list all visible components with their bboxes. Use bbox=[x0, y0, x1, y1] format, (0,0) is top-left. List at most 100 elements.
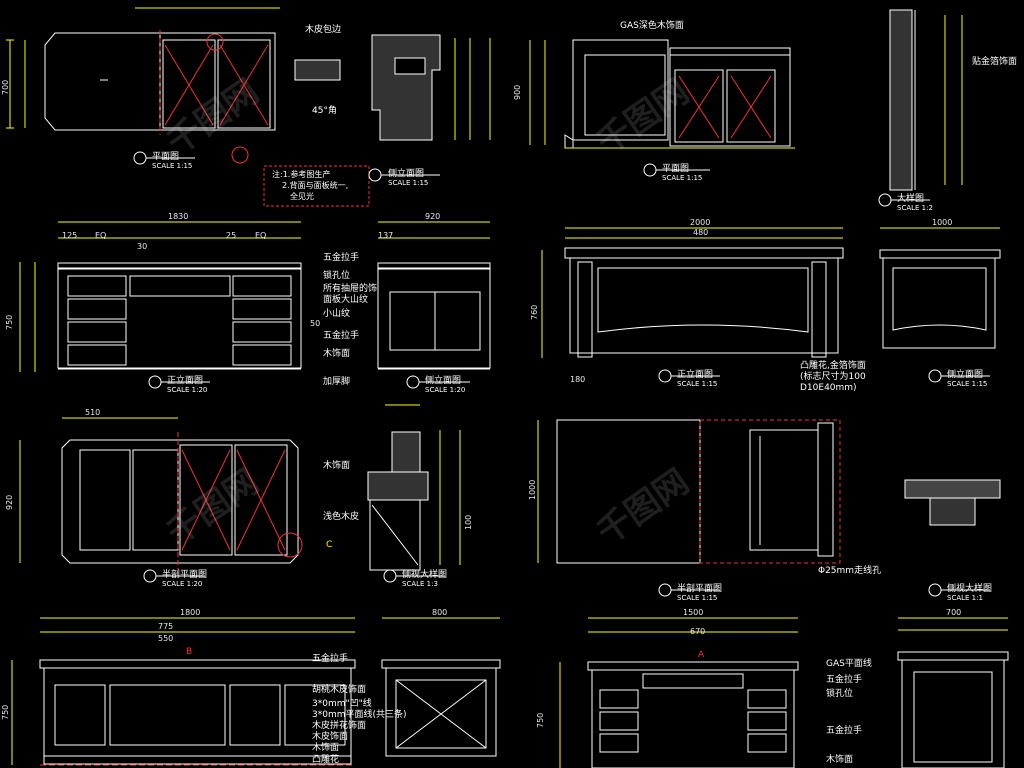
dim-100: 100 bbox=[464, 514, 473, 530]
dim-670: 670 bbox=[690, 627, 706, 636]
dim-137: 137 bbox=[378, 231, 394, 240]
view-scale: SCALE 1:15 bbox=[677, 380, 718, 388]
dim-1830: 1830 bbox=[168, 212, 189, 221]
view-scale: SCALE 1:3 bbox=[402, 580, 438, 588]
view-scale: SCALE 1:15 bbox=[677, 594, 718, 602]
view-title-markers bbox=[133, 151, 990, 597]
dim-lines-section-top bbox=[454, 38, 491, 140]
label-light-veneer: 浅色木皮 bbox=[323, 512, 360, 522]
general-notes: 注:1.参考图生产 2.背面与面板统一, 全见光 bbox=[272, 170, 348, 202]
label-carving: D10E40mm) bbox=[800, 383, 857, 393]
view-scale: SCALE 1:15 bbox=[947, 380, 988, 388]
dim-1000: 1000 bbox=[528, 479, 537, 500]
label-carving: 凸雕花 bbox=[312, 755, 340, 765]
view-title: 正立面图 bbox=[167, 376, 204, 386]
front-elevation-right bbox=[564, 247, 1001, 358]
callout-marker: A bbox=[698, 650, 705, 660]
dim-125: 125 bbox=[62, 231, 78, 240]
dim-lines-front-elevation bbox=[19, 221, 301, 372]
note-line: 全见光 bbox=[290, 191, 314, 201]
view-title: 侧立面图 bbox=[388, 169, 425, 179]
dim-lines-far-right bbox=[944, 15, 963, 185]
dim-900: 900 bbox=[513, 84, 522, 100]
view-title: 平面图 bbox=[152, 152, 180, 162]
label-wood-panel: 木饰面 bbox=[323, 349, 351, 359]
label-drawer-note: 面板大山纹 bbox=[323, 295, 369, 305]
view-title: 侧视大样图 bbox=[402, 570, 448, 580]
dim-700: 700 bbox=[1, 79, 10, 95]
label-carving: 凸雕花,金箔饰面 bbox=[800, 361, 866, 371]
label-drawer-note: 所有抽屉的饰 bbox=[323, 284, 378, 294]
label-veneer: 木皮饰面 bbox=[312, 732, 349, 742]
view-scale: SCALE 1:15 bbox=[662, 174, 703, 182]
plan-view-red-cross bbox=[159, 30, 370, 207]
label-wood: 木饰面 bbox=[312, 743, 340, 753]
half-plan-middle-right bbox=[556, 419, 834, 564]
dim-2000: 2000 bbox=[690, 218, 711, 227]
side-elevation-bottom-right bbox=[897, 651, 1009, 768]
label-groove: 3*0mm平面线(共三条) bbox=[312, 710, 407, 720]
view-title: 侧立面图 bbox=[425, 376, 462, 386]
half-plan-right-red-dash bbox=[699, 419, 841, 564]
dim-760: 760 bbox=[530, 304, 539, 320]
front-elevation-bottom-left bbox=[39, 659, 356, 765]
label-veneer-panel: 胡桃木皮饰面 bbox=[312, 685, 367, 695]
dim-480: 480 bbox=[693, 228, 709, 237]
dim-lines-right-front bbox=[541, 227, 1000, 358]
label-handle: 五金拉手 bbox=[826, 726, 863, 736]
dim-lines-side-detail-middle bbox=[385, 404, 461, 565]
view-title: 半剖平面图 bbox=[162, 570, 208, 580]
view-title: 平面图 bbox=[662, 164, 690, 174]
view-scale: SCALE 1:2 bbox=[897, 204, 933, 212]
dim-775: 775 bbox=[158, 622, 174, 631]
side-elevation-bottom-middle bbox=[381, 659, 501, 757]
note-line: 2.背面与面板统一, bbox=[282, 180, 349, 190]
callout-marker: B bbox=[186, 647, 193, 657]
callout-marker: C bbox=[326, 540, 333, 550]
dim-750: 750 bbox=[536, 712, 545, 728]
side-elevation-top-right bbox=[564, 39, 791, 149]
dim-30: 30 bbox=[137, 242, 148, 251]
dim-50: 50 bbox=[310, 319, 321, 328]
label-keyhole: 锁孔位 bbox=[323, 271, 351, 281]
view-title: 半剖平面图 bbox=[677, 584, 723, 594]
view-scale: SCALE 1:15 bbox=[152, 162, 193, 170]
side-elevation-red-cross bbox=[678, 75, 772, 139]
view-title: 正立面图 bbox=[677, 370, 714, 380]
dim-lines-middle-left bbox=[19, 417, 178, 563]
label-wood-panel: 木饰面 bbox=[323, 461, 351, 471]
side-detail-middle bbox=[367, 431, 429, 571]
dim-lines-bottom-right bbox=[559, 617, 798, 768]
dim-1500: 1500 bbox=[683, 608, 704, 617]
label-gold-line: 贴金箔饰面 bbox=[972, 57, 1018, 67]
label-cable-hole: Φ25mm走线孔 bbox=[818, 566, 882, 576]
large-detail-top-right bbox=[889, 9, 916, 191]
label-small-grain: 小山纹 bbox=[323, 309, 351, 319]
view-scale: SCALE 1:20 bbox=[425, 386, 466, 394]
side-elevation-desk bbox=[377, 262, 491, 370]
label-handle: 五金拉手 bbox=[323, 331, 360, 341]
view-title: 侧视大样图 bbox=[947, 584, 993, 594]
section-detail-top bbox=[294, 34, 441, 141]
label-angle: 45°角 bbox=[312, 106, 337, 116]
front-elevation-bottom-right bbox=[587, 661, 799, 768]
dim-920: 920 bbox=[5, 494, 14, 510]
dim-lines-side-elevation bbox=[378, 221, 490, 239]
label-groove: 3*0mm"凹"线 bbox=[312, 699, 372, 709]
half-plan-red-cross bbox=[177, 432, 303, 570]
label-parquet: 木皮拼花饰面 bbox=[312, 721, 367, 731]
dim-800: 800 bbox=[432, 608, 448, 617]
label-handle: 五金拉手 bbox=[312, 654, 349, 664]
view-scale: SCALE 1:1 bbox=[947, 594, 983, 602]
label-thick-foot: 加厚脚 bbox=[323, 377, 351, 387]
view-title: 大样图 bbox=[897, 194, 925, 204]
view-title: 侧立面图 bbox=[947, 370, 984, 380]
label-handle: 五金拉手 bbox=[826, 675, 863, 685]
label-carving: (标志尺寸为100 bbox=[800, 372, 866, 382]
dim-25: 25 bbox=[226, 231, 237, 240]
label-rosewood-panel: GAS深色木饰面 bbox=[620, 21, 684, 31]
dim-750: 750 bbox=[5, 314, 14, 330]
dim-lines-top-right bbox=[529, 40, 795, 149]
